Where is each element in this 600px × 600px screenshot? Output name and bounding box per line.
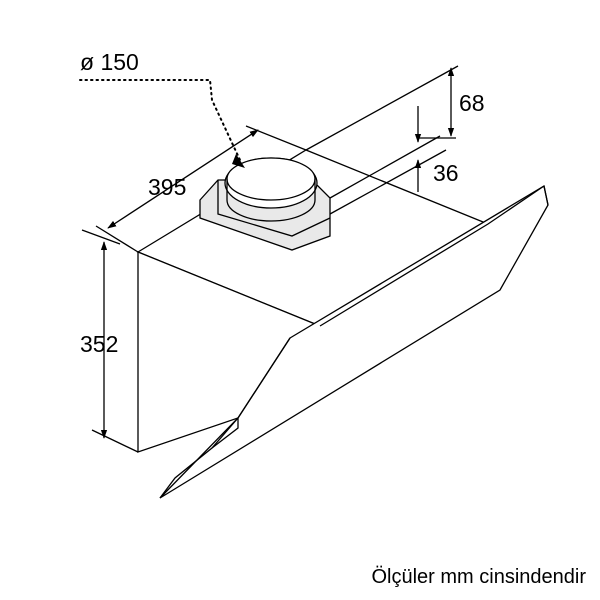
diameter-label: ø 150 bbox=[80, 49, 139, 75]
diameter-arrow-icon bbox=[232, 154, 245, 168]
chimney-offset-label: 36 bbox=[433, 160, 459, 186]
depth-label: 395 bbox=[148, 174, 186, 200]
chimney-offset-dimension: 36 bbox=[329, 106, 459, 215]
depth-dimension: 395 bbox=[95, 125, 307, 253]
glass-panel bbox=[159, 184, 549, 499]
height-label: 352 bbox=[80, 331, 118, 357]
height-dimension: 352 bbox=[80, 229, 139, 453]
diameter-leader: ø 150 bbox=[79, 49, 245, 168]
units-note: Ölçüler mm cinsindendir bbox=[371, 566, 586, 588]
top-offset-label: 68 bbox=[459, 90, 485, 116]
depth-dimension-line bbox=[107, 129, 259, 229]
top-offset-dimension: 68 bbox=[305, 65, 485, 151]
